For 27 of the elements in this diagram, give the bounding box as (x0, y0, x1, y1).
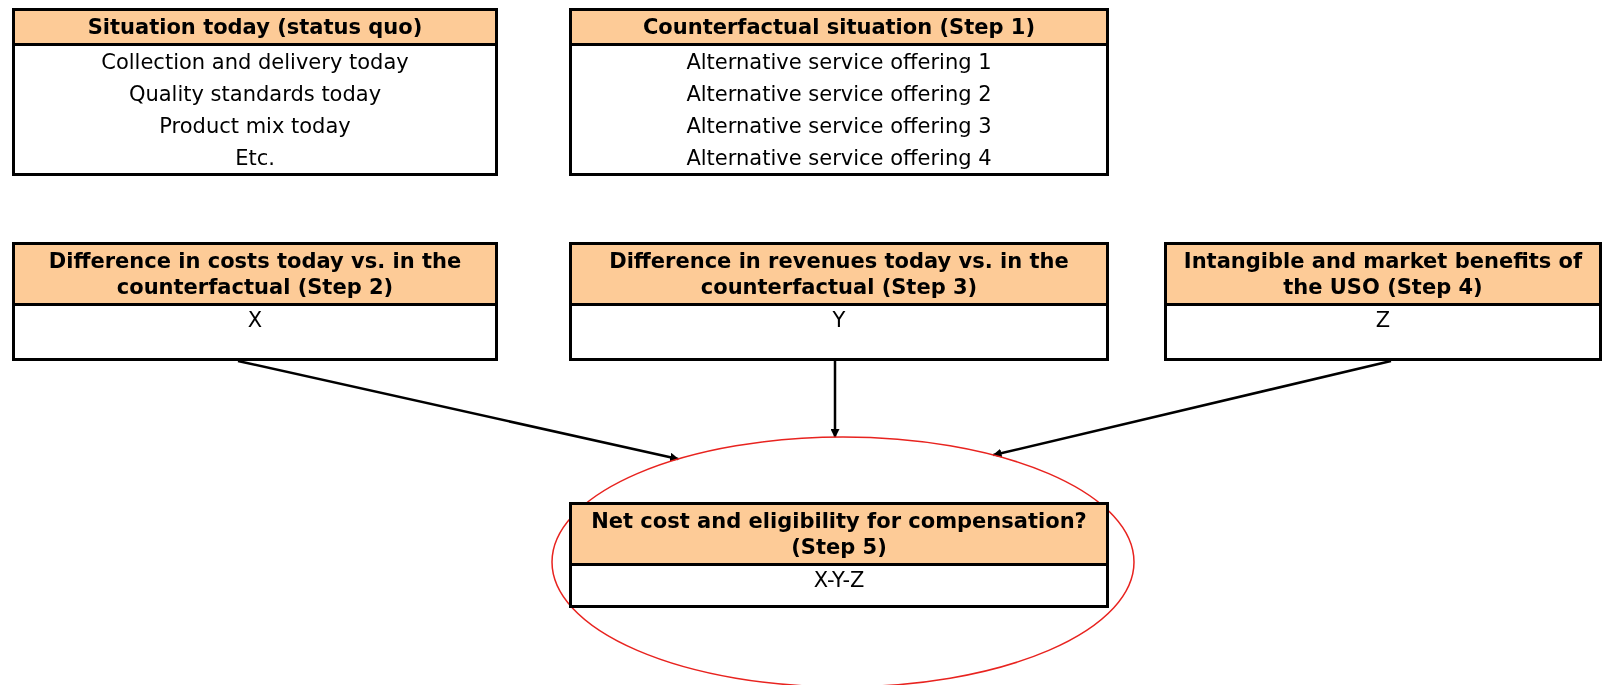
table-header: Difference in revenues today vs. in the counterfactual (Step 3) (572, 245, 1106, 306)
row-text: Product mix today (158, 113, 352, 140)
row-text: Etc. (234, 145, 276, 172)
table-box (569, 242, 1109, 361)
table-header: Difference in costs today vs. in the counterfactual (Step 2) (15, 245, 495, 306)
row-text: Z (1374, 307, 1392, 334)
row-text: Collection and delivery today (100, 49, 410, 76)
row-text: Alternative service offering 4 (685, 145, 993, 172)
row-text: Alternative service offering 2 (685, 81, 993, 108)
arrow (992, 359, 1392, 458)
row-text: Quality standards today (127, 81, 383, 108)
row-text: Alternative service offering 1 (685, 49, 993, 76)
table-header: Counterfactual situation (Step 1) (572, 11, 1106, 46)
table-box (12, 242, 498, 361)
table-header: Situation today (status quo) (15, 11, 495, 46)
table-box (569, 502, 1109, 608)
row-text: Alternative service offering 3 (685, 113, 993, 140)
row-text: X-Y-Z (812, 567, 866, 594)
arrow (830, 361, 840, 438)
table-box (1164, 242, 1602, 361)
row-text: Y (831, 307, 847, 334)
table-box (569, 8, 1109, 176)
table-header: Net cost and eligibility for compensation? (Step 5) (572, 505, 1106, 566)
table-header: Intangible and market benefits of the USO (Step 4) (1167, 245, 1599, 306)
arrow (237, 359, 680, 462)
table-box (12, 8, 498, 176)
row-text: X (246, 307, 264, 334)
